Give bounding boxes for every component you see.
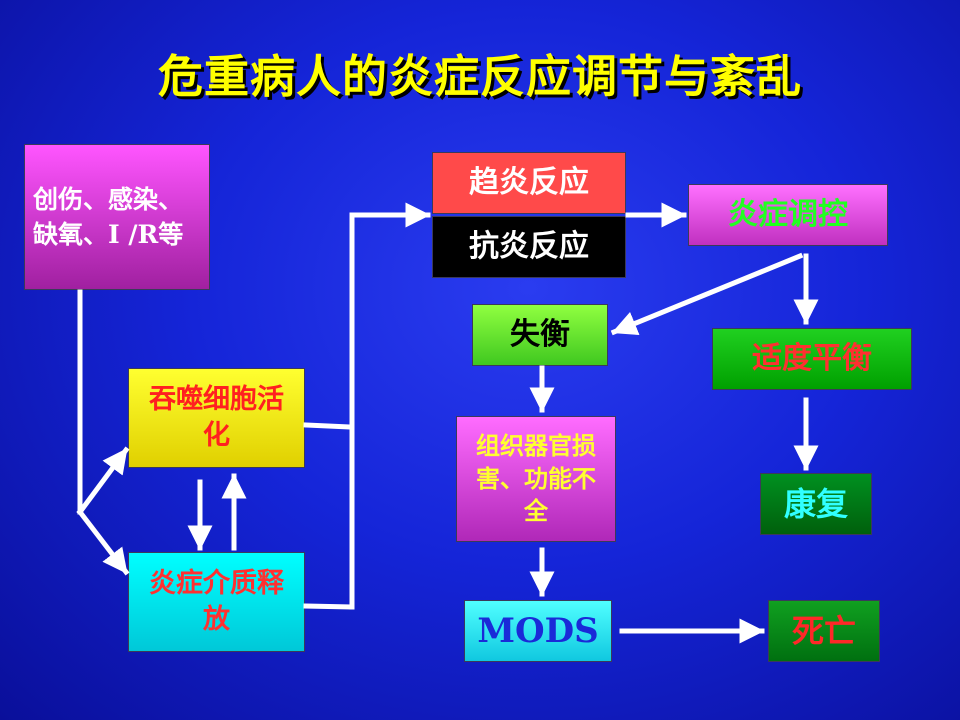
imbalance-label: 失衡 (510, 317, 570, 353)
moderate-balance-box: 适度平衡 (712, 328, 912, 390)
arrow-fork-to-mediator (76, 508, 130, 576)
recovery-label: 康复 (783, 484, 848, 523)
mods-box: MODS (464, 600, 612, 662)
death-label: 死亡 (791, 611, 856, 650)
arrow-phagocyte-out (303, 422, 353, 430)
arrow-control-to-imbalance (610, 252, 804, 336)
moderate-balance-label: 适度平衡 (752, 341, 872, 377)
death-box: 死亡 (768, 600, 880, 662)
mediator-label: 炎症介质释放 (149, 568, 284, 635)
recovery-box: 康复 (760, 473, 872, 535)
imbalance-box: 失衡 (472, 304, 608, 366)
inflammation-control-label: 炎症调控 (728, 197, 848, 233)
pro-inflammatory-label: 趋炎反应 (469, 165, 589, 201)
anti-inflammatory-label: 抗炎反应 (469, 229, 589, 265)
arrow-bracket-up (349, 202, 431, 610)
phagocyte-box: 吞噬细胞活化 (128, 368, 305, 468)
pro-inflammatory-box: 趋炎反应 (432, 152, 626, 214)
mods-label: MODS (477, 610, 599, 651)
arrow-fork-to-phagocyte (76, 446, 130, 516)
phagocyte-label: 吞噬细胞活化 (149, 384, 284, 451)
anti-inflammatory-box: 抗炎反应 (432, 216, 626, 278)
slide-title: 危重病人的炎症反应调节与紊乱 (157, 50, 802, 103)
trauma-box: 创伤、感染、缺氧、I /R等 (24, 144, 210, 290)
organ-damage-label: 组织器官损害、功能不全 (476, 431, 596, 526)
inflammation-control-box: 炎症调控 (688, 184, 888, 246)
organ-damage-box: 组织器官损害、功能不全 (456, 416, 616, 542)
arrow-mediator-out (303, 603, 353, 610)
mediator-box: 炎症介质释放 (128, 552, 305, 652)
trauma-label: 创伤、感染、缺氧、I /R等 (33, 185, 184, 249)
